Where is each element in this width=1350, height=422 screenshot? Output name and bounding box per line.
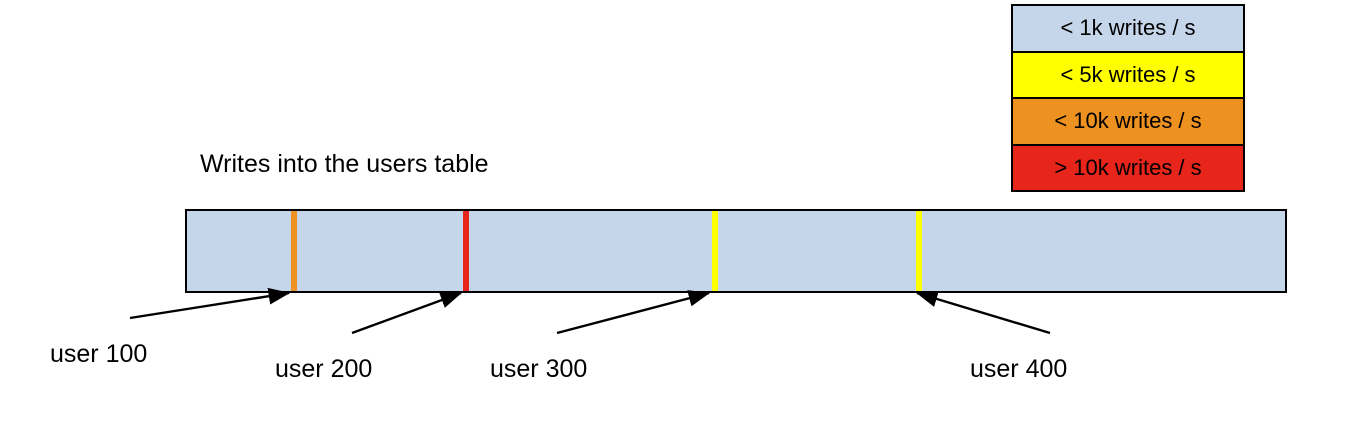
callout-label-user-300: user 300	[490, 355, 588, 383]
legend-label-lt-1k: < 1k writes / s	[1060, 15, 1196, 41]
callout-label-user-400: user 400	[970, 355, 1068, 383]
stripe-user-200	[463, 211, 469, 291]
stripe-user-100	[291, 211, 297, 291]
legend-row-lt-5k: < 5k writes / s	[1013, 52, 1243, 99]
arrow-user-400	[915, 290, 1051, 335]
legend-row-gt-10k: > 10k writes / s	[1013, 145, 1243, 190]
stripe-user-400	[916, 211, 922, 291]
callout-label-user-200: user 200	[275, 355, 373, 383]
users-table-bar	[185, 209, 1287, 293]
arrow-user-300	[556, 290, 711, 335]
legend-label-lt-10k: < 10k writes / s	[1054, 108, 1202, 134]
legend-label-lt-5k: < 5k writes / s	[1060, 61, 1196, 87]
callout-label-user-100: user 100	[50, 340, 148, 368]
legend-label-gt-10k: > 10k writes / s	[1054, 154, 1202, 180]
legend-row-lt-10k: < 10k writes / s	[1013, 99, 1243, 146]
stripe-user-300	[712, 211, 718, 291]
figure-caption: Writes into the users table	[200, 150, 489, 178]
arrow-user-100	[129, 287, 291, 320]
arrow-user-200	[351, 291, 463, 335]
legend-row-lt-1k: < 1k writes / s	[1013, 6, 1243, 53]
writes-rate-legend: < 1k writes / s < 5k writes / s < 10k wr…	[1011, 4, 1245, 192]
